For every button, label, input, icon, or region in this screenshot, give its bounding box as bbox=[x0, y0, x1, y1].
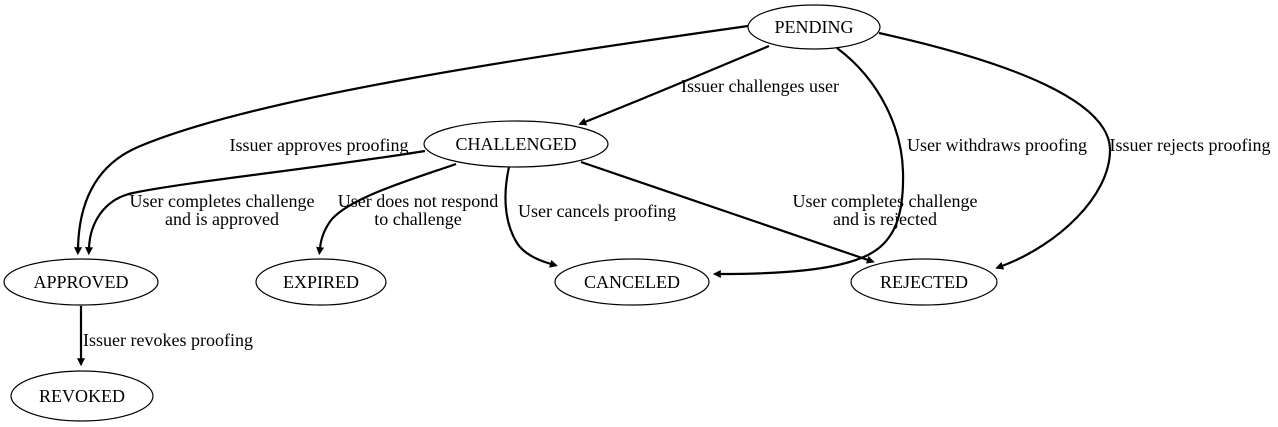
node-rejected: REJECTED bbox=[850, 258, 998, 306]
node-revoked: REVOKED bbox=[10, 370, 154, 422]
node-pending: PENDING bbox=[747, 4, 881, 50]
edge-label-user-completes-approved-line1: User completes challenge bbox=[130, 191, 315, 211]
node-approved-label: APPROVED bbox=[33, 272, 128, 292]
edge-challenged-canceled bbox=[504, 166, 558, 268]
node-expired-label: EXPIRED bbox=[283, 272, 359, 292]
node-canceled: CANCELED bbox=[554, 258, 710, 306]
edge-label-user-withdraws-proofing: User withdraws proofing bbox=[907, 135, 1087, 155]
node-expired: EXPIRED bbox=[255, 258, 387, 306]
edge-challenged-rejected bbox=[580, 160, 875, 264]
node-revoked-shape bbox=[10, 370, 154, 422]
node-canceled-shape bbox=[554, 258, 710, 306]
node-pending-label: PENDING bbox=[775, 17, 854, 37]
edge-challenged-approved bbox=[85, 149, 426, 256]
edge-pending-approved bbox=[74, 24, 749, 256]
node-approved-shape bbox=[3, 258, 159, 306]
edge-pending-rejected bbox=[878, 31, 1112, 270]
edge-label-issuer-revokes-proofing: Issuer revokes proofing bbox=[83, 330, 253, 350]
edge-label-issuer-challenges-user: Issuer challenges user bbox=[681, 76, 839, 96]
node-challenged-shape bbox=[423, 120, 609, 168]
node-canceled-label: CANCELED bbox=[584, 272, 680, 292]
edge-label-user-completes-rejected-line2: and is rejected bbox=[833, 209, 937, 229]
nodes: PENDING CHALLENGED APPROVED EXPIRED CANC… bbox=[3, 4, 998, 422]
node-challenged-label: CHALLENGED bbox=[456, 134, 577, 154]
edge-label-user-does-not-respond-line1: User does not respond bbox=[338, 191, 498, 211]
node-rejected-shape bbox=[850, 258, 998, 306]
edge-label-user-completes-approved-line2: and is approved bbox=[165, 209, 279, 229]
edge-challenged-expired bbox=[316, 162, 457, 256]
edge-label-user-cancels-proofing: User cancels proofing bbox=[518, 201, 676, 221]
node-expired-shape bbox=[255, 258, 387, 306]
edge-label-user-does-not-respond-line2: to challenge bbox=[374, 209, 461, 229]
edge-pending-canceled bbox=[712, 47, 905, 278]
edge-labels: Issuer challenges user Issuer approves p… bbox=[83, 76, 1270, 350]
node-approved: APPROVED bbox=[3, 258, 159, 306]
edges bbox=[74, 24, 1112, 367]
node-challenged: CHALLENGED bbox=[423, 120, 609, 168]
edge-label-issuer-rejects-proofing: Issuer rejects proofing bbox=[1110, 135, 1271, 155]
node-revoked-label: REVOKED bbox=[39, 386, 125, 406]
edge-pending-challenged bbox=[578, 44, 770, 126]
edge-label-issuer-approves-proofing: Issuer approves proofing bbox=[230, 135, 409, 155]
edge-label-user-completes-rejected-line1: User completes challenge bbox=[793, 191, 978, 211]
node-pending-shape bbox=[747, 4, 881, 50]
node-rejected-label: REJECTED bbox=[880, 272, 968, 292]
